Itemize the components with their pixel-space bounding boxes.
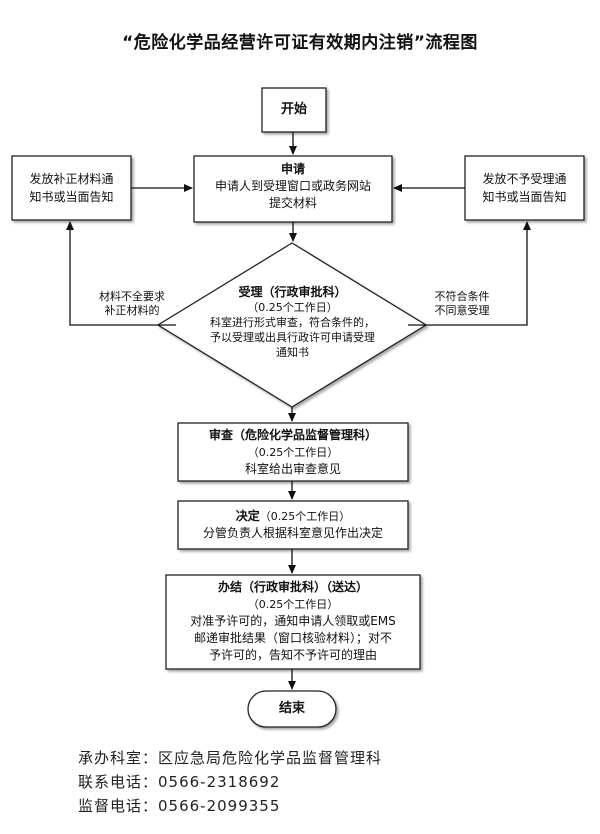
accept-line3: 通知书 xyxy=(276,346,309,359)
left-notice-text: 发放补正材料通 知书或当面告知 xyxy=(12,170,131,206)
decide-line1: 分管负责人根据科室意见作出决定 xyxy=(202,526,383,540)
review-days: （0.25个工作日） xyxy=(247,446,339,459)
finish-heading: 办结（行政审批科）（送达） xyxy=(217,580,368,594)
decide-days: （0.25个工作日） xyxy=(259,510,351,523)
end-box xyxy=(247,690,337,728)
apply-heading: 申请 xyxy=(280,162,305,176)
decide-box xyxy=(177,500,409,550)
finish-box xyxy=(165,574,421,670)
apply-text: 申请 申请人到受理窗口或政务网站 提交材料 xyxy=(194,161,392,212)
right-notice-line2: 知书或当面告知 xyxy=(482,190,567,204)
finish-text: 办结（行政审批科）（送达） （0.25个工作日） 对准予许可的，通知申请人领取或… xyxy=(166,579,420,664)
accept-line2: 予以受理或出具行政许可申请受理 xyxy=(210,331,375,344)
page-title: “危险化学品经营许可证有效期内注销”流程图 xyxy=(122,33,478,53)
apply-line2: 提交材料 xyxy=(268,196,317,210)
accept-line1: 科室进行形式审查，符合条件的， xyxy=(210,316,375,329)
apply-line1: 申请人到受理窗口或政务网站 xyxy=(214,179,371,193)
left-notice-line2: 知书或当面告知 xyxy=(29,190,114,204)
finish-line1: 对准予许可的，通知申请人领取或EMS xyxy=(190,614,396,628)
footer-phone: 联系电话：0566-2318692 xyxy=(78,773,281,791)
accept-heading: 受理（行政审批科） xyxy=(238,285,347,299)
footer-supervise: 监督电话：0566-2099355 xyxy=(78,797,281,815)
start-label: 开始 xyxy=(280,102,307,117)
review-text: 审查（危险化学品监督管理科） （0.25个工作日） 科室给出审查意见 xyxy=(178,427,408,478)
decide-heading: 决定 xyxy=(235,509,260,523)
review-heading: 审查（危险化学品监督管理科） xyxy=(208,428,377,442)
left-notice-line1: 发放补正材料通 xyxy=(29,172,114,186)
finish-days: （0.25个工作日） xyxy=(247,598,339,611)
accept-days: （0.25个工作日） xyxy=(247,301,338,314)
right-notice-box xyxy=(464,155,585,221)
right-condition-line1: 不符合条件 xyxy=(434,290,490,303)
end-label: 结束 xyxy=(278,701,305,716)
arrow-accept-right-notice xyxy=(408,221,531,326)
start-box xyxy=(261,87,327,133)
review-line1: 科室给出审查意见 xyxy=(244,462,341,476)
left-condition-label: 材料不全要求 补正材料的 xyxy=(88,290,176,318)
arrow-accept-left-notice xyxy=(66,221,176,326)
left-condition-line1: 材料不全要求 xyxy=(99,290,165,303)
right-notice-text: 发放不予受理通 知书或当面告知 xyxy=(465,170,584,206)
review-box xyxy=(177,422,409,482)
right-notice-line1: 发放不予受理通 xyxy=(482,172,567,186)
decide-text: 决定（0.25个工作日） 分管负责人根据科室意见作出决定 xyxy=(178,508,408,542)
footer-dept: 承办科室：区应急局危险化学品监督管理科 xyxy=(78,749,383,767)
finish-line2: 邮递审批结果（窗口核验材料）；对不 xyxy=(193,631,392,645)
right-condition-label: 不符合条件 不同意受理 xyxy=(420,290,504,318)
finish-line3: 予许可的，告知不予许可的理由 xyxy=(208,648,377,662)
accept-text: 受理（行政审批科） （0.25个工作日） 科室进行形式审查，符合条件的， 予以受… xyxy=(190,285,395,360)
left-condition-line2: 补正材料的 xyxy=(104,304,160,317)
right-condition-line2: 不同意受理 xyxy=(434,304,490,317)
